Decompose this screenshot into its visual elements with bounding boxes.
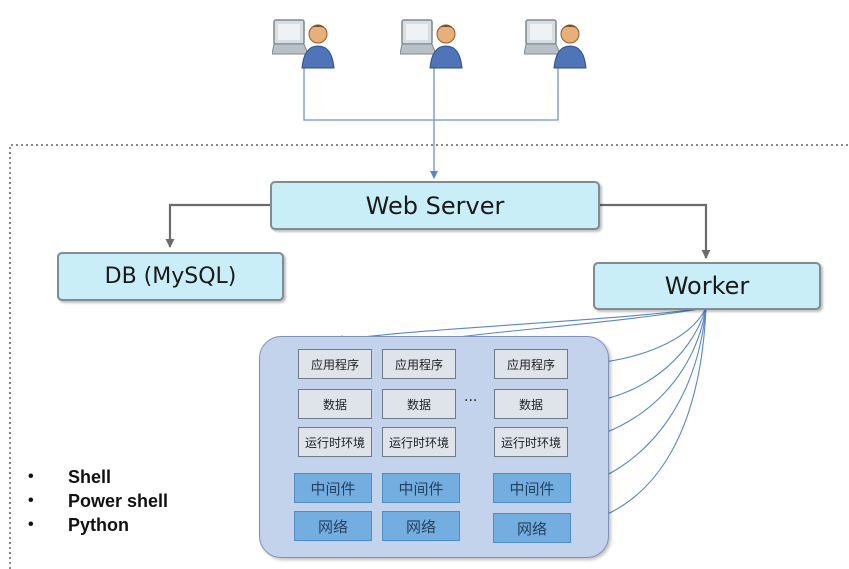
data-cell: 数据 xyxy=(382,389,456,419)
list-item-label: Shell xyxy=(68,466,112,487)
list-item: •Shell xyxy=(28,466,112,487)
data-cell: 数据 xyxy=(494,389,568,419)
list-item-label: Python xyxy=(68,514,129,535)
db-label: DB (MySQL) xyxy=(104,264,237,289)
system-boundary xyxy=(9,144,849,569)
worker-box: Worker xyxy=(593,262,821,310)
app-cell: 应用程序 xyxy=(382,349,456,379)
network-cell: 网络 xyxy=(382,511,460,541)
network-cell: 网络 xyxy=(294,511,372,541)
app-label: 应用程序 xyxy=(394,357,443,372)
app-label: 应用程序 xyxy=(310,357,359,372)
network-label: 网络 xyxy=(516,519,547,538)
middleware-label: 中间件 xyxy=(310,479,356,498)
data-label: 数据 xyxy=(518,397,543,412)
runtime-cell: 运行时环境 xyxy=(382,427,456,457)
middleware-label: 中间件 xyxy=(509,479,555,498)
middleware-label: 中间件 xyxy=(398,479,444,498)
users-connector xyxy=(303,66,559,179)
middleware-cell: 中间件 xyxy=(294,473,372,503)
runtime-label: 运行时环境 xyxy=(500,435,561,450)
user-computer-icon xyxy=(524,19,587,69)
user-computer-icon xyxy=(400,19,463,69)
db-box: DB (MySQL) xyxy=(57,252,284,301)
list-item: •Python xyxy=(28,514,129,535)
server-connectors xyxy=(165,203,711,259)
network-label: 网络 xyxy=(317,517,348,536)
middleware-cell: 中间件 xyxy=(382,473,460,503)
worker-label: Worker xyxy=(664,272,750,300)
list-item: •Power shell xyxy=(28,490,169,511)
network-cell: 网络 xyxy=(493,513,571,543)
runtime-cell: 运行时环境 xyxy=(298,427,372,457)
app-cell: 应用程序 xyxy=(494,349,568,379)
runtime-label: 运行时环境 xyxy=(304,435,365,450)
user-computer-icon xyxy=(272,19,335,69)
network-label: 网络 xyxy=(405,517,436,536)
web-server-box: Web Server xyxy=(270,181,600,230)
app-cell: 应用程序 xyxy=(298,349,372,379)
web-server-label: Web Server xyxy=(365,191,505,220)
data-label: 数据 xyxy=(406,397,431,412)
app-label: 应用程序 xyxy=(506,357,555,372)
script-types-list: •Shell •Power shell •Python xyxy=(28,465,168,537)
runtime-cell: 运行时环境 xyxy=(494,427,568,457)
middleware-cell: 中间件 xyxy=(493,473,571,503)
runtime-label: 运行时环境 xyxy=(388,435,449,450)
ellipsis: ··· xyxy=(464,393,478,409)
data-cell: 数据 xyxy=(298,389,372,419)
data-label: 数据 xyxy=(322,397,347,412)
list-item-label: Power shell xyxy=(68,490,169,511)
